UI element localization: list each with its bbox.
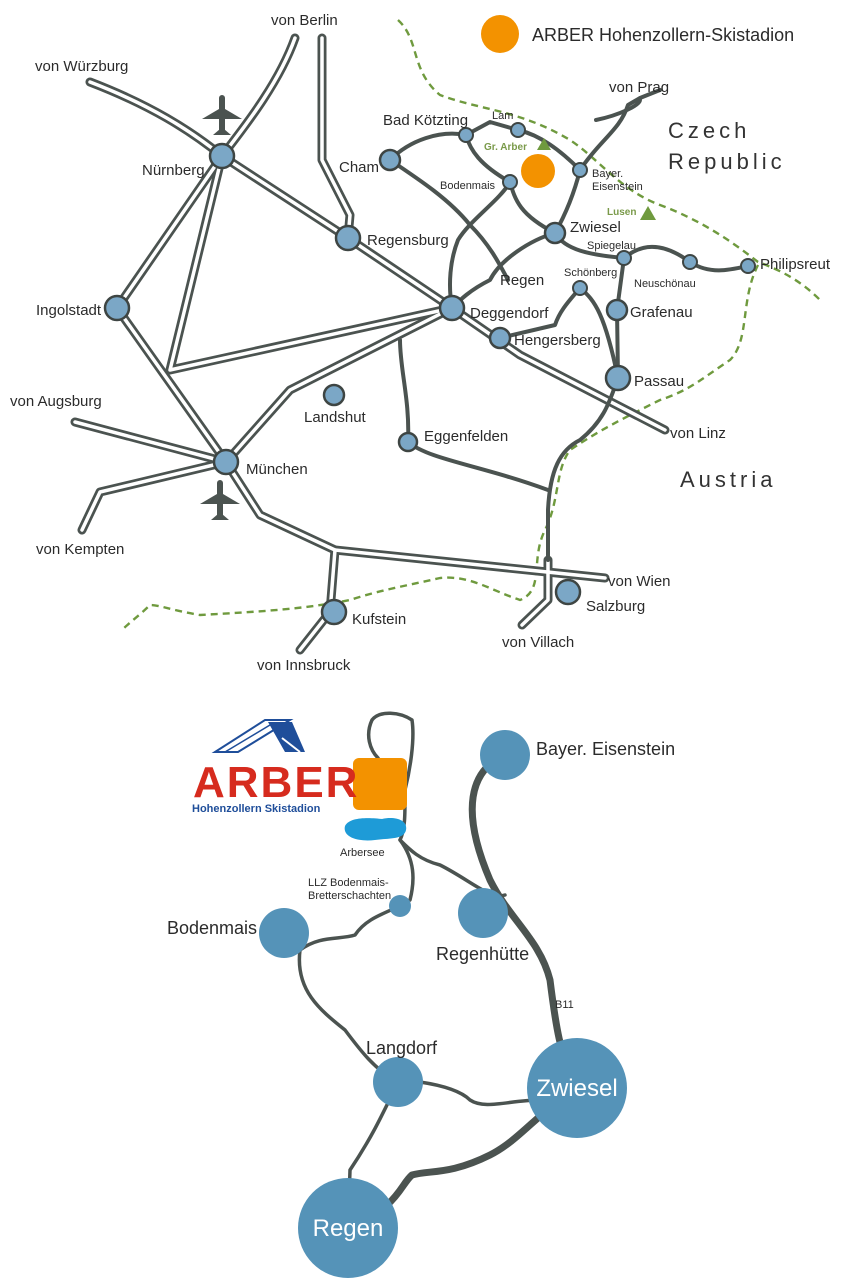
city-label-neuschoenau: Neuschönau	[634, 278, 696, 290]
city-label-zwiesel: Zwiesel	[570, 219, 621, 236]
place-label-regenhuette: Regenhütte	[436, 944, 529, 964]
country-label-czech-1: Czech	[668, 118, 750, 143]
country-label-czech-2: Republic	[668, 149, 786, 174]
place-label-bodenmais: Bodenmais	[167, 918, 257, 938]
place-marker-bayer-eisenstein	[480, 730, 530, 780]
direction-label-linz: von Linz	[670, 425, 726, 442]
city-label-schoenberg: Schönberg	[564, 267, 617, 279]
direction-label-prag: von Prag	[609, 79, 669, 96]
city-label-regen: Regen	[500, 272, 544, 289]
city-marker-kufstein	[320, 598, 348, 626]
city-label-deggendorf: Deggendorf	[470, 305, 549, 322]
place-marker-regen	[298, 1178, 398, 1278]
city-label-spiegelau: Spiegelau	[587, 240, 636, 252]
city-marker-hengersberg	[488, 326, 512, 350]
town-marker-schoenberg	[572, 280, 588, 296]
city-marker-eggenfelden	[397, 431, 419, 453]
city-label-salzburg: Salzburg	[586, 598, 645, 615]
logo-wordmark: ARBER	[193, 758, 359, 807]
direction-label-wuerzburg: von Würzburg	[35, 58, 128, 75]
border-czech-line	[397, 19, 821, 301]
stadium-icon	[353, 758, 407, 810]
place-label-langdorf: Langdorf	[366, 1038, 438, 1058]
overview-map: ARBER Hohenzollern-Skistadion Gr. Arber …	[10, 12, 831, 674]
city-label-kufstein: Kufstein	[352, 611, 406, 628]
direction-label-kempten: von Kempten	[36, 541, 124, 558]
border-austria-line	[121, 264, 760, 631]
direction-label-innsbruck: von Innsbruck	[257, 657, 351, 674]
city-label-landshut: Landshut	[304, 409, 367, 426]
road-label-b11: B11	[555, 999, 574, 1011]
place-label-llz-1: LLZ Bodenmais-	[308, 877, 389, 889]
country-borders	[121, 19, 821, 631]
city-label-cham: Cham	[339, 159, 379, 176]
city-marker-ingolstadt	[103, 294, 131, 322]
city-marker-muenchen	[212, 448, 240, 476]
city-marker-landshut	[322, 383, 346, 407]
city-marker-cham	[378, 148, 402, 172]
city-label-bayer-eisenstein-2: Eisenstein	[592, 181, 643, 193]
place-marker-langdorf	[373, 1057, 423, 1107]
town-marker-bodenmais	[502, 174, 518, 190]
city-label-lam: Lam	[492, 110, 513, 122]
mountain-label-gr-arber: Gr. Arber	[484, 142, 527, 153]
place-marker-regenhuette	[458, 888, 508, 938]
detail-roads	[297, 711, 582, 1234]
city-marker-passau	[604, 364, 632, 392]
city-marker-salzburg	[554, 578, 582, 606]
airplane-icon-nuernberg	[202, 95, 242, 135]
place-label-llz-2: Bretterschachten	[308, 890, 391, 902]
direction-label-villach: von Villach	[502, 634, 574, 651]
town-marker-lam	[510, 122, 526, 138]
country-label-austria: Austria	[680, 467, 776, 492]
city-marker-nuernberg	[208, 142, 236, 170]
city-label-eggenfelden: Eggenfelden	[424, 428, 508, 445]
city-markers	[103, 122, 756, 626]
place-label-regen: Regen	[313, 1215, 384, 1242]
city-label-muenchen: München	[246, 461, 308, 478]
city-label-grafenau: Grafenau	[630, 304, 693, 321]
place-label-arbersee: Arbersee	[340, 847, 385, 859]
legend-marker	[481, 15, 519, 53]
mountain-icon-gr-arber	[537, 138, 551, 150]
stadium-marker	[521, 154, 555, 188]
city-label-bodenmais: Bodenmais	[440, 180, 496, 192]
mountain-icon-lusen	[640, 206, 656, 220]
direction-label-augsburg: von Augsburg	[10, 393, 102, 410]
city-label-passau: Passau	[634, 373, 684, 390]
airplane-icon-muenchen	[200, 480, 240, 520]
city-label-ingolstadt: Ingolstadt	[36, 302, 102, 319]
ski-jump-icon	[211, 719, 305, 753]
city-label-regensburg: Regensburg	[367, 232, 449, 249]
town-marker-bad-koetzting	[458, 127, 474, 143]
legend-label: ARBER Hohenzollern-Skistadion	[532, 25, 794, 45]
city-label-philipsreut: Philipsreut	[760, 256, 831, 273]
city-label-bayer-eisenstein-1: Bayer.	[592, 168, 623, 180]
regional-roads	[388, 88, 750, 562]
direction-label-wien: von Wien	[608, 573, 671, 590]
arber-logo: ARBER Hohenzollern Skistadion	[192, 719, 359, 815]
place-marker-llz	[389, 895, 411, 917]
city-label-bad-koetzting: Bad Kötzting	[383, 112, 468, 129]
city-label-hengersberg: Hengersberg	[514, 332, 601, 349]
place-label-bayer-eisenstein: Bayer. Eisenstein	[536, 739, 675, 759]
place-marker-zwiesel	[527, 1038, 627, 1138]
place-label-zwiesel: Zwiesel	[536, 1075, 617, 1102]
town-marker-neuschoenau	[682, 254, 698, 270]
city-marker-zwiesel	[543, 221, 567, 245]
city-label-nuernberg: Nürnberg	[142, 162, 205, 179]
city-marker-deggendorf	[438, 294, 466, 322]
detail-map: ARBER Hohenzollern Skistadion Bayer. Eis…	[167, 711, 675, 1278]
city-marker-regensburg	[334, 224, 362, 252]
place-marker-bodenmais	[259, 908, 309, 958]
mountain-label-lusen: Lusen	[607, 207, 636, 218]
direction-label-berlin: von Berlin	[271, 12, 338, 29]
town-marker-philipsreut	[740, 258, 756, 274]
town-marker-spiegelau	[616, 250, 632, 266]
lake-icon	[344, 818, 407, 841]
logo-subtitle: Hohenzollern Skistadion	[192, 803, 321, 815]
town-marker-bayer-eisenstein	[572, 162, 588, 178]
city-marker-grafenau	[605, 298, 629, 322]
